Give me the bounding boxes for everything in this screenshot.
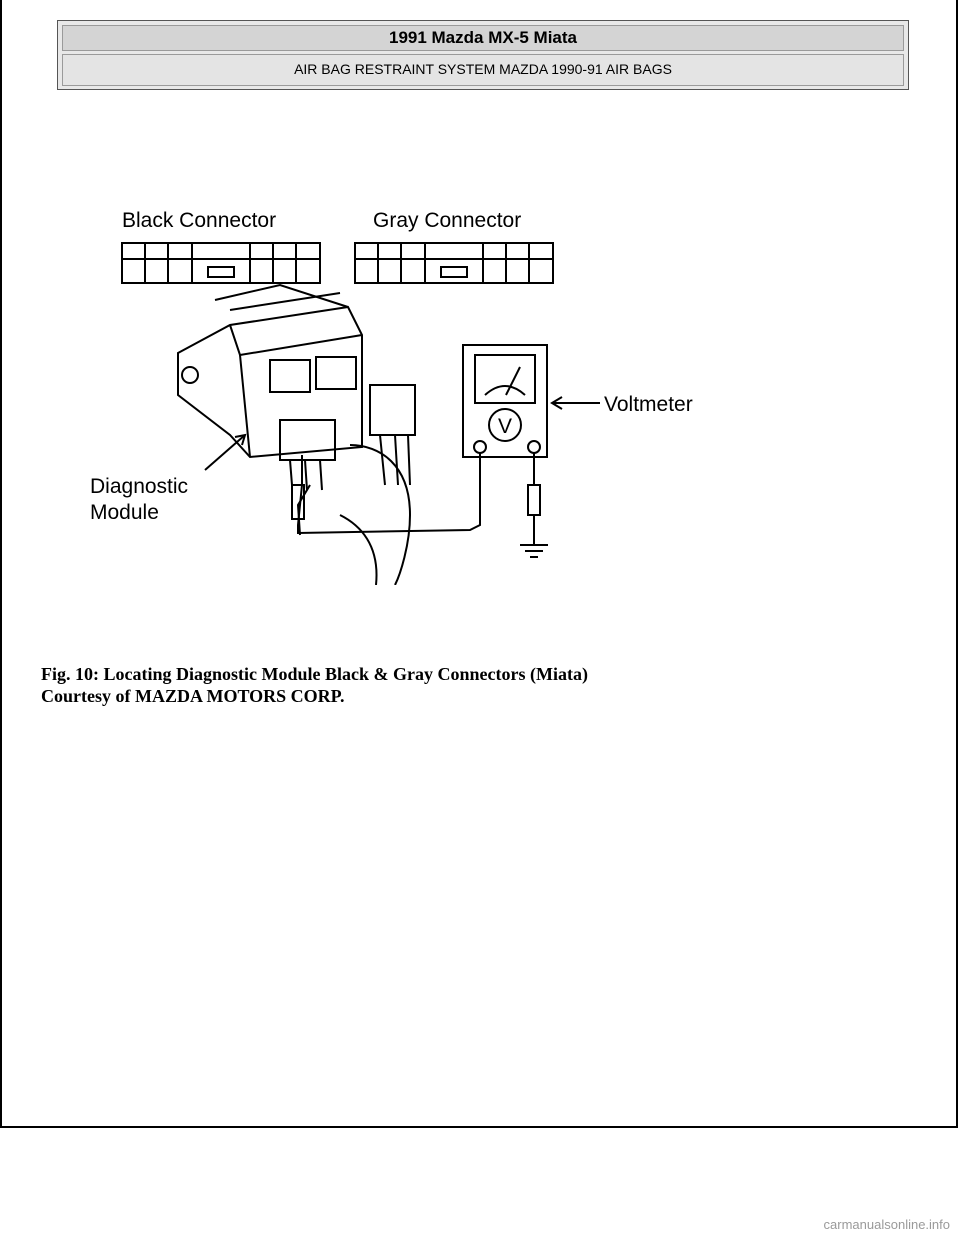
label-gray-connector: Gray Connector bbox=[373, 209, 521, 232]
figure-caption: Fig. 10: Locating Diagnostic Module Blac… bbox=[41, 663, 901, 707]
hand-plug-drawing bbox=[296, 384, 416, 585]
gray-connector-drawing bbox=[354, 242, 554, 284]
voltmeter-drawing bbox=[462, 344, 548, 458]
header-subtitle: AIR BAG RESTRAINT SYSTEM MAZDA 1990-91 A… bbox=[62, 54, 904, 86]
arrow-pointers bbox=[204, 396, 600, 471]
diagram-figure: Black Connector Gray Connector Voltmeter… bbox=[80, 185, 700, 585]
connector-diagram: Black Connector Gray Connector Voltmeter… bbox=[90, 209, 693, 585]
page-frame bbox=[0, 0, 958, 1128]
label-meter-v: V bbox=[498, 415, 512, 438]
label-voltmeter: Voltmeter bbox=[604, 393, 693, 416]
page-footer: carmanualsonline.info bbox=[0, 1128, 960, 1242]
caption-credit: Courtesy of MAZDA MOTORS CORP. bbox=[41, 686, 345, 706]
header-title: 1991 Mazda MX-5 Miata bbox=[62, 25, 904, 51]
page-header: 1991 Mazda MX-5 Miata AIR BAG RESTRAINT … bbox=[57, 20, 909, 90]
test-leads bbox=[291, 453, 548, 558]
label-module: Module bbox=[90, 501, 159, 524]
watermark-text: carmanualsonline.info bbox=[823, 1217, 950, 1232]
caption-title: Fig. 10: Locating Diagnostic Module Blac… bbox=[41, 664, 588, 684]
diagnostic-module-drawing bbox=[177, 283, 363, 491]
label-black-connector: Black Connector bbox=[122, 209, 276, 232]
black-connector-drawing bbox=[121, 242, 321, 284]
label-diagnostic: Diagnostic bbox=[90, 475, 188, 498]
